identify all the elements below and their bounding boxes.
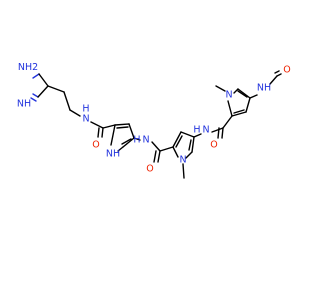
bond-ring3-c4-c5 [237, 88, 251, 99]
bond-ring1-n-c2 [110, 124, 116, 146]
bond-carbonyl3-o-b [217, 127, 220, 139]
bond-ring3-c3-c4 [245, 97, 251, 113]
bond-ring3-c4-c5-inner [237, 90, 248, 98]
bond-ch2-ch2 [63, 91, 71, 111]
bond-amidine-imine-2 [30, 97, 37, 102]
bond-ring1-c5-n [117, 146, 124, 152]
bond-ring2-c3-c4 [180, 131, 195, 138]
bond-ring2-c2-c3-inner [175, 135, 183, 148]
bond-nh-carbonyl1 [90, 121, 104, 129]
bond-ring1-c3-c4 [128, 123, 135, 139]
atom-imine-nh: NH [17, 99, 31, 110]
bond-amidine-imine-1 [32, 93, 39, 98]
atom-nh2: NH2 [18, 62, 38, 73]
bond-carbonyl1-o-b [97, 127, 100, 138]
bond-carbonyl2-o-a [157, 150, 161, 163]
bond-ring2-n-c2 [172, 146, 179, 158]
bond-nh-carbonyl3 [211, 127, 224, 133]
bond-carbonyl2-o-b [153, 150, 157, 163]
bond-amidine-c-nh2 [38, 73, 49, 87]
bond-ring3-c4-nh [249, 94, 258, 99]
bond-amidine-c-imine [37, 85, 49, 98]
bond-ring2-c4-c5-inner [188, 139, 192, 151]
bond-ring1-c4-c5-inner [121, 138, 132, 145]
bond-ring2-n-methyl [182, 163, 185, 179]
bond-formyl-o-a [276, 73, 282, 77]
bond-ring2-c4-c5 [191, 136, 195, 153]
molecule-canvas: NH2 NH N H O NH N H O N N H O N NH O [17, 62, 291, 179]
bonds [30, 70, 282, 179]
atom-amide3-o: O [210, 140, 217, 151]
bond-nh-formyl [269, 75, 278, 85]
bond-carbonyl3-ring3 [222, 115, 233, 129]
bond-ring1-c4-nh [133, 137, 141, 141]
bond-amidine-c-ch2 [47, 85, 65, 93]
atom-pyrrole2-n: N [179, 155, 186, 166]
bond-ch2-nh [69, 109, 81, 117]
atom-amide1-h: H [82, 104, 89, 115]
bond-ring3-c2-c3 [231, 111, 247, 117]
atom-pyrrole1-nh: NH [106, 149, 120, 160]
bond-ring3-n-c2 [227, 100, 233, 117]
atom-amide1-n: N [82, 114, 89, 125]
bond-ring2-c2-c3 [172, 131, 182, 148]
atom-amide2-h: H [133, 135, 140, 146]
atom-amide3-h: H [193, 125, 200, 136]
atom-amide3-n: N [202, 125, 209, 136]
atom-formamide-nh: NH [257, 83, 271, 94]
bond-nh-carbonyl2 [151, 141, 161, 152]
bond-ring1-c2-c3 [114, 123, 130, 126]
atom-pyrrole3-n: N [225, 90, 232, 101]
bond-ring2-c5-n [185, 151, 193, 159]
atom-amide2-n: N [142, 135, 149, 146]
atom-amide2-o: O [146, 164, 153, 175]
bond-amidine-nh2 [32, 73, 40, 79]
bond-formyl-o-b [274, 70, 280, 74]
bond-carbonyl1-ring1 [102, 124, 116, 129]
bond-ring3-n-methyl [215, 85, 226, 92]
bond-ring3-c2-c3-inner [233, 109, 245, 114]
bond-ring3-c5-n [233, 88, 239, 94]
atom-amide1-o: O [92, 140, 99, 151]
structure-diagram: NH2 NH N H O NH N H O N N H O N NH O [17, 62, 291, 179]
bond-carbonyl1-o-a [101, 127, 104, 138]
bond-carbonyl3-o-a [221, 127, 224, 139]
bond-carbonyl2-ring2 [159, 146, 174, 152]
bond-ring2-c4-nh [193, 133, 202, 138]
bond-ring1-c4-c5 [122, 137, 135, 148]
atom-labels: NH2 NH N H O NH N H O N N H O N NH O [17, 62, 291, 175]
bond-ring1-c2-c3-inner [116, 126, 129, 129]
atom-formyl-o: O [283, 65, 290, 76]
